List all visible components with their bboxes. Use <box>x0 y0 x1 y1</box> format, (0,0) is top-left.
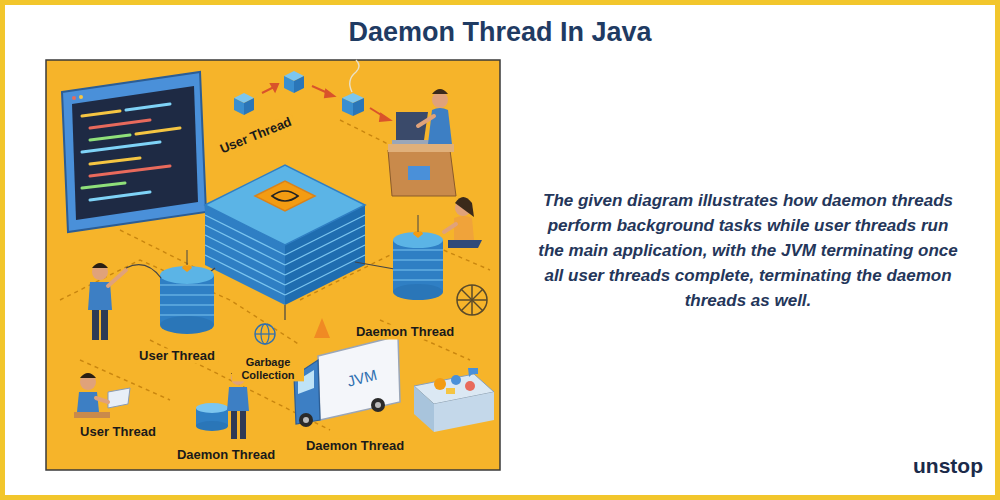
caption: The given diagram illustrates how daemon… <box>533 188 963 313</box>
thread-label: Daemon Thread <box>174 448 278 463</box>
thread-label: User Thread <box>136 349 218 364</box>
thread-label: Daemon Thread <box>303 439 407 454</box>
logo: unstop <box>910 454 986 478</box>
thread-label: Daemon Thread <box>353 325 457 340</box>
gc-label: Garbage Collection <box>232 356 304 381</box>
title: Daemon Thread In Java <box>348 17 651 48</box>
thread-label: User Thread <box>77 425 159 440</box>
